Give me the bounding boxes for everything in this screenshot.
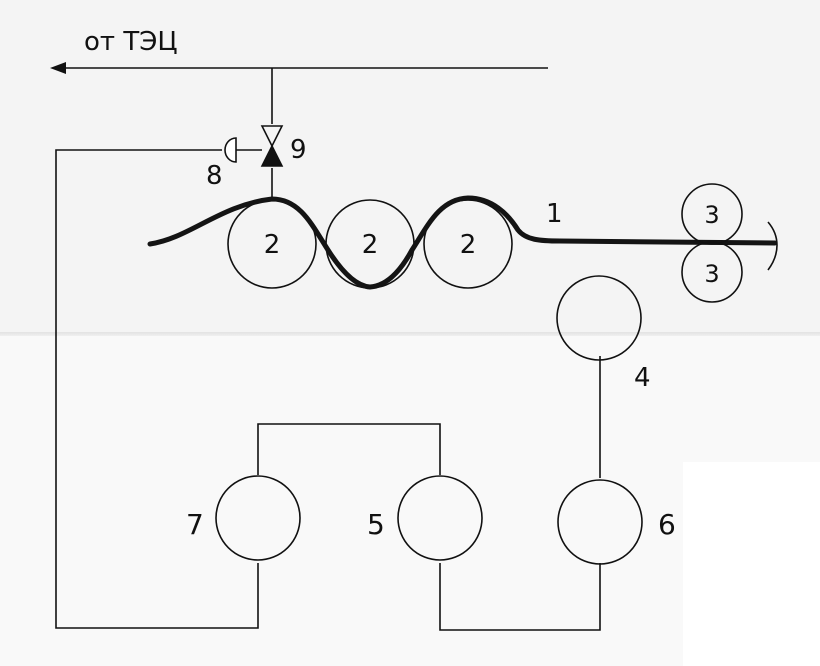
web-end-curl bbox=[767, 221, 778, 271]
label-drying-roll-2b: 2 bbox=[362, 230, 379, 260]
unit-6-circle bbox=[557, 479, 643, 565]
label-actuator-8: 8 bbox=[206, 161, 223, 191]
press-roll-upper bbox=[681, 183, 743, 245]
actuator-icon bbox=[224, 137, 262, 163]
label-press-roll-3-upper: 3 bbox=[704, 201, 719, 229]
unit-5-circle bbox=[397, 475, 483, 561]
press-rolls bbox=[681, 183, 743, 303]
control-loop-line bbox=[55, 149, 259, 629]
sensor-4-circle bbox=[556, 275, 642, 361]
unit-7-circle bbox=[215, 475, 301, 561]
source-label: от ТЭЦ bbox=[84, 27, 178, 57]
label-unit-5: 5 bbox=[367, 508, 385, 541]
link-5-6-line bbox=[439, 563, 601, 631]
label-valve-9: 9 bbox=[290, 135, 307, 165]
label-unit-7: 7 bbox=[186, 508, 204, 541]
link-7-5-line bbox=[257, 423, 441, 475]
label-sensor-4: 4 bbox=[634, 363, 651, 393]
paper-corner bbox=[683, 462, 820, 666]
label-drying-roll-2a: 2 bbox=[264, 230, 281, 260]
press-roll-lower bbox=[681, 241, 743, 303]
lines bbox=[55, 67, 601, 631]
label-drying-roll-2c: 2 bbox=[460, 230, 477, 260]
valve-icon bbox=[260, 125, 284, 167]
instrument-units bbox=[215, 275, 643, 565]
arrow-left-icon bbox=[50, 62, 66, 74]
label-press-roll-3-lower: 3 bbox=[704, 260, 719, 288]
paper-web bbox=[147, 195, 778, 290]
label-unit-6: 6 bbox=[658, 508, 676, 541]
label-web-1: 1 bbox=[546, 199, 563, 229]
paper-fold-crease bbox=[0, 332, 820, 336]
